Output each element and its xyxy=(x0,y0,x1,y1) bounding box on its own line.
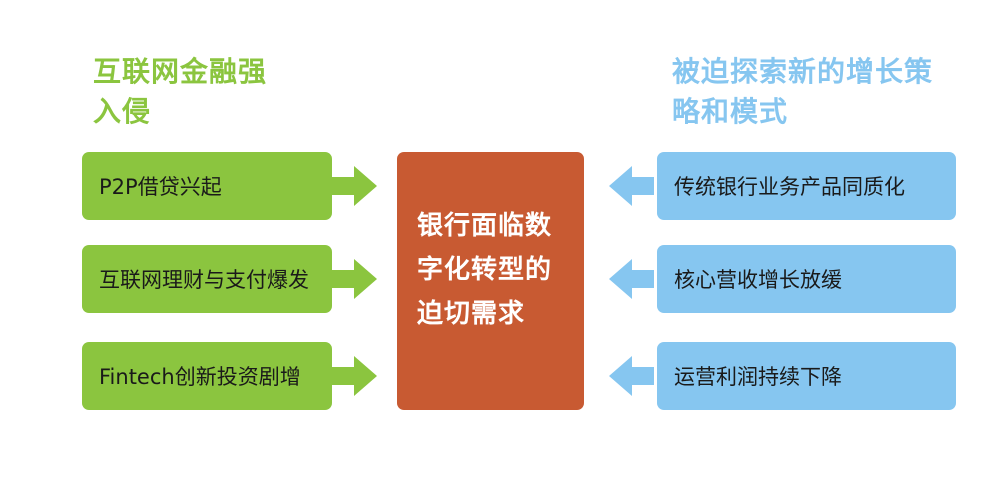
right-box-label: 传统银行业务产品同质化 xyxy=(674,175,905,199)
left-box-label: Fintech创新投资剧增 xyxy=(99,365,301,389)
left-box-internet-finance: 互联网理财与支付爆发 xyxy=(82,245,332,313)
center-box: 银行面临数字化转型的迫切需求 xyxy=(397,152,584,410)
right-heading: 被迫探索新的增长策略和模式 xyxy=(672,55,934,128)
left-box-p2p: P2P借贷兴起 xyxy=(82,152,332,220)
right-pointing-arrow-icon xyxy=(332,166,377,206)
left-heading: 互联网金融强入侵 xyxy=(93,55,268,128)
right-box-label: 运营利润持续下降 xyxy=(674,365,842,389)
right-box-profit-decline: 运营利润持续下降 xyxy=(657,342,956,410)
right-pointing-arrow-icon xyxy=(332,259,377,299)
right-pointing-arrow-icon xyxy=(332,356,377,396)
left-pointing-arrow-icon xyxy=(609,166,654,206)
left-pointing-arrow-icon xyxy=(609,356,654,396)
center-text: 银行面临数字化转型的迫切需求 xyxy=(417,211,553,329)
left-pointing-arrow-icon xyxy=(609,259,654,299)
right-box-revenue-slowdown: 核心营收增长放缓 xyxy=(657,245,956,313)
left-box-fintech: Fintech创新投资剧增 xyxy=(82,342,332,410)
right-box-label: 核心营收增长放缓 xyxy=(674,268,842,292)
left-box-label: P2P借贷兴起 xyxy=(99,175,222,199)
right-box-homogeneous-products: 传统银行业务产品同质化 xyxy=(657,152,956,220)
left-box-label: 互联网理财与支付爆发 xyxy=(99,268,309,292)
